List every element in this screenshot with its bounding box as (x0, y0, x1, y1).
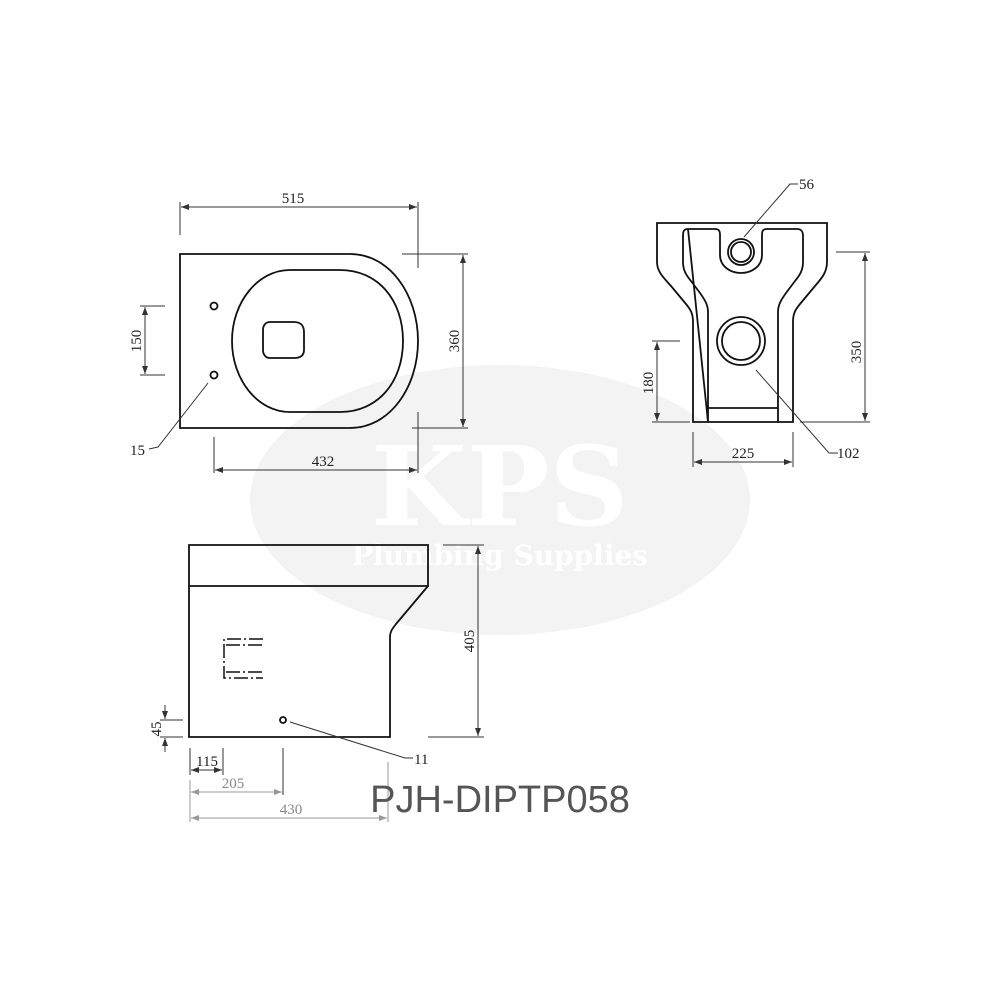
dim-side-height: 405 (462, 630, 478, 653)
dim-outlet-height: 180 (641, 372, 657, 395)
side-view: 11 405 45 115 205 430 (149, 544, 484, 822)
watermark-logo: KPS (371, 422, 629, 551)
side-hole (279, 716, 287, 724)
label-outlet: 102 (837, 446, 860, 462)
watermark-tagline: Plumbing Supplies (352, 539, 648, 572)
dim-fixing-spacing: 150 (129, 330, 145, 353)
dim-depth: 360 (447, 330, 463, 353)
dim-base-width: 225 (732, 446, 755, 462)
dim-projection: 432 (312, 454, 335, 470)
dim-side-depth: 430 (280, 802, 303, 818)
product-code: PJH-DIPTP058 (370, 779, 630, 821)
fixing-hole-bottom (209, 370, 219, 380)
dim-205: 205 (222, 776, 245, 792)
inlet-circle (727, 238, 755, 266)
watermark: KPS Plumbing Supplies (250, 365, 750, 635)
rear-view: 56 102 350 180 225 (641, 177, 870, 467)
dim-115: 115 (196, 754, 218, 770)
fixing-hole-top (209, 301, 219, 311)
label-side-hole: 11 (414, 752, 428, 768)
dim-width: 515 (282, 191, 305, 207)
dim-height: 350 (849, 341, 865, 364)
dim-hole-height: 45 (149, 722, 165, 737)
label-fixing-hole: 15 (130, 443, 145, 459)
outlet-circle (716, 316, 766, 366)
top-view: 515 360 150 432 15 (129, 191, 468, 473)
label-inlet: 56 (799, 177, 815, 193)
